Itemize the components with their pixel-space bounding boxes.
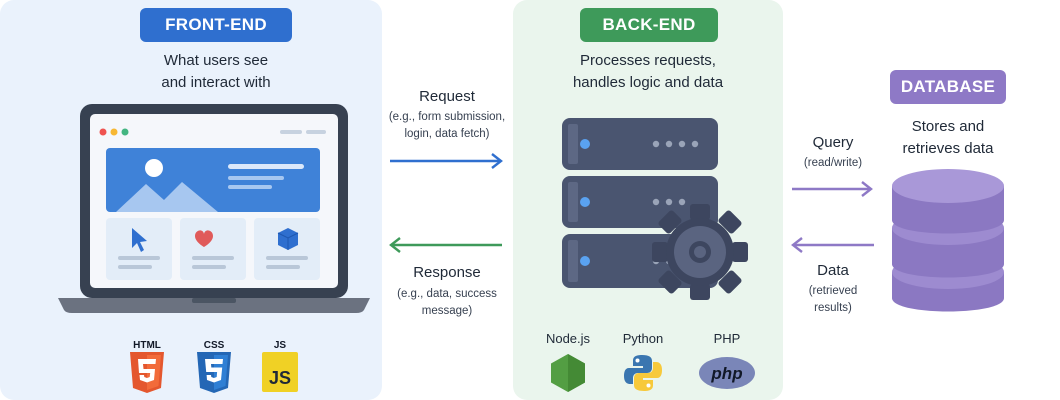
javascript-logo: JS JS [262,340,298,392]
php-logo: php [699,357,755,389]
data-description: (retrieved results) [773,283,893,317]
data-label: Data [817,262,849,279]
data-description-line1: (retrieved [808,285,858,297]
database-description: Stores and retrieves data [880,116,1016,160]
response-arrow [389,237,502,253]
front-end-description-line2: and interact with [161,74,271,91]
response-description-line1: (e.g., data, success [397,288,497,300]
html-badge-label: HTML [133,340,161,351]
python-logo [624,355,662,391]
data-arrow [791,237,874,253]
back-end-title: BACK-END [580,8,718,42]
gear-icon [652,204,748,300]
js-badge-label: JS [274,340,287,351]
back-end-description: Processes requests, handles logic and da… [540,50,756,94]
front-end-description: What users see and interact with [100,50,332,94]
database-cylinder-icon [892,169,1004,312]
query-description: (read/write) [773,155,893,172]
php-label: PHP [713,331,741,346]
back-end-description-line2: handles logic and data [572,74,724,91]
server-stack-icon [562,118,748,300]
python-label: Python [622,331,664,346]
response-label: Response [413,264,481,281]
css-badge-label: CSS [204,340,225,351]
front-end-title: FRONT-END [140,8,292,42]
response-description: (e.g., data, success message) [382,286,512,320]
query-label: Query [812,134,854,151]
laptop-illustration [58,104,370,313]
request-description-line2: login, data fetch) [404,128,490,140]
back-end-description-line1: Processes requests, [580,52,716,69]
css3-logo: CSS [197,340,231,393]
request-label: Request [419,88,475,105]
nodejs-logo [551,354,585,392]
database-description-line2: retrieves data [902,140,994,157]
database-title: DATABASE [890,70,1006,104]
php-logo-text: php [710,364,742,383]
request-arrow [390,153,503,169]
front-end-description-line1: What users see [163,52,269,69]
request-description: (e.g., form submission, login, data fetc… [382,109,512,143]
query-arrow [792,181,873,197]
js-logo-text: JS [269,368,291,388]
response-description-line2: message) [421,305,473,317]
nodejs-label: Node.js [545,331,591,346]
request-description-line1: (e.g., form submission, [388,111,506,123]
query-description-line1: (read/write) [803,157,863,169]
data-description-line2: results) [814,302,852,314]
database-description-line1: Stores and [911,118,985,135]
html5-logo: HTML [130,340,164,393]
